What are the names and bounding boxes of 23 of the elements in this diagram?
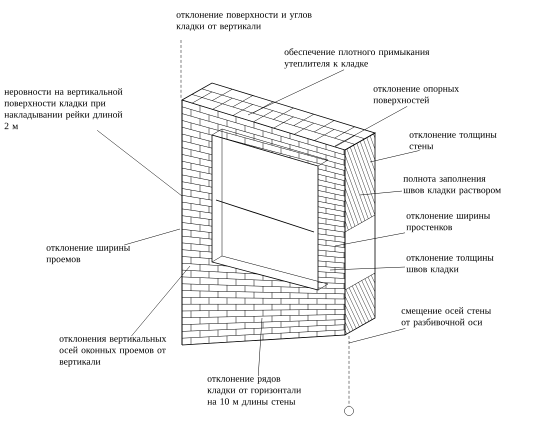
leader-line xyxy=(258,318,262,376)
callout-text: неровности на вертикальной поверхности кладки при накладывании рейки длиной 2 м xyxy=(4,88,122,130)
leader-line xyxy=(334,232,406,246)
callout-text: смещение осей стены от разбивочной оси xyxy=(402,307,491,328)
leader-line xyxy=(96,130,182,196)
leader-line xyxy=(131,266,190,336)
leader-line xyxy=(124,228,180,246)
leader-line xyxy=(360,190,402,196)
leader-line xyxy=(248,70,344,116)
callout-text: отклонение ширины простенков xyxy=(406,214,490,232)
leader-line xyxy=(370,150,420,162)
leader-line xyxy=(334,106,408,146)
callout-text: обеспечение плотного примыкания утеплителя к кладке xyxy=(284,48,430,69)
leader-line xyxy=(330,266,406,270)
leader-line xyxy=(348,328,406,344)
callout-text: отклонение рядов кладки от горизонтали на 10 м длины стены xyxy=(207,377,301,406)
callout-text: отклонение ширины проемов xyxy=(46,246,130,264)
callout-text: отклонения вертикальных осей оконных проемов от вертикали xyxy=(59,337,166,367)
callout-text: отклонение поверхности и углов кладки от вертикали xyxy=(176,13,312,32)
callout-text: полнота заполнения швов кладки раствором xyxy=(403,177,501,196)
callout-text: отклонение толщины швов кладки xyxy=(406,256,494,274)
callout-text: отклонение толщины стены xyxy=(410,133,497,150)
callout-text: отклонение опорных поверхностей xyxy=(373,87,459,106)
